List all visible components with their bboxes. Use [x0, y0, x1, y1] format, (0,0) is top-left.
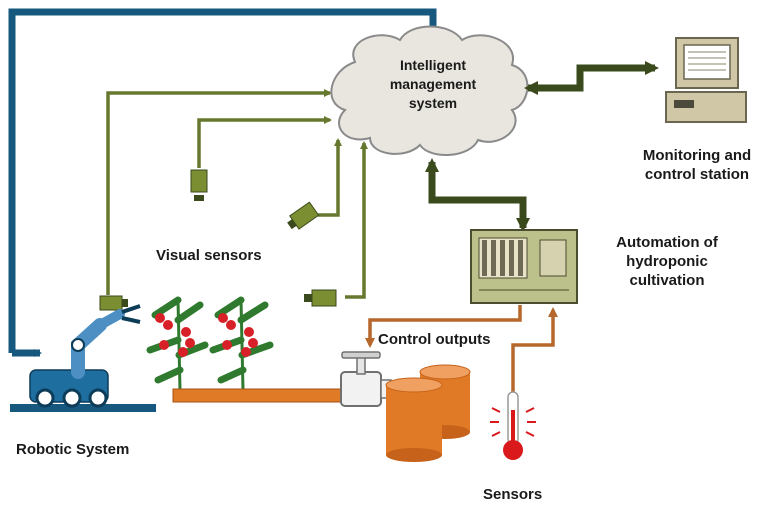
visual-sensor-links: [106, 89, 368, 299]
sensors-label: Sensors: [483, 486, 543, 503]
monitoring-label-line-2: control station: [644, 166, 750, 183]
visual-sensors-label: Visual sensors: [156, 247, 262, 264]
camera-icon: [304, 289, 337, 307]
control-outputs-label: Control outputs: [378, 331, 491, 348]
thermometer-icon: [490, 391, 536, 460]
robot-arm-icon: [10, 304, 156, 412]
cloud-monitoring-link: [524, 61, 659, 95]
cloud-automation-link: [425, 158, 530, 232]
cloud-label: Intelligent management system: [375, 56, 491, 113]
automation-label: Automation of hydroponic cultivation: [604, 233, 730, 290]
tank-icon: [385, 364, 471, 462]
valve-icon: [340, 351, 392, 407]
cloud-label-line-3: system: [408, 95, 458, 111]
automation-label-line-1: Automation of: [616, 234, 718, 251]
automation-label-line-2: hydroponic: [626, 253, 708, 270]
cloud-label-line-2: management: [389, 76, 477, 92]
cloud-label-line-1: Intelligent: [399, 57, 467, 73]
computer-icon: [665, 37, 747, 123]
pipe: [172, 388, 349, 403]
control-panel-icon: [470, 229, 578, 304]
camera-icon: [287, 201, 320, 230]
camera-icon: [190, 169, 208, 201]
monitoring-label: Monitoring and control station: [630, 146, 764, 184]
tomato-plant-icon: [146, 296, 209, 391]
automation-label-line-3: cultivation: [629, 272, 705, 289]
monitoring-label-line-1: Monitoring and: [642, 147, 752, 164]
control-output-lines: [365, 305, 558, 392]
tomato-plant-icon: [209, 296, 274, 391]
robotic-system-label: Robotic System: [16, 441, 130, 458]
cloud-icon: [330, 25, 529, 157]
camera-icon: [99, 295, 128, 311]
